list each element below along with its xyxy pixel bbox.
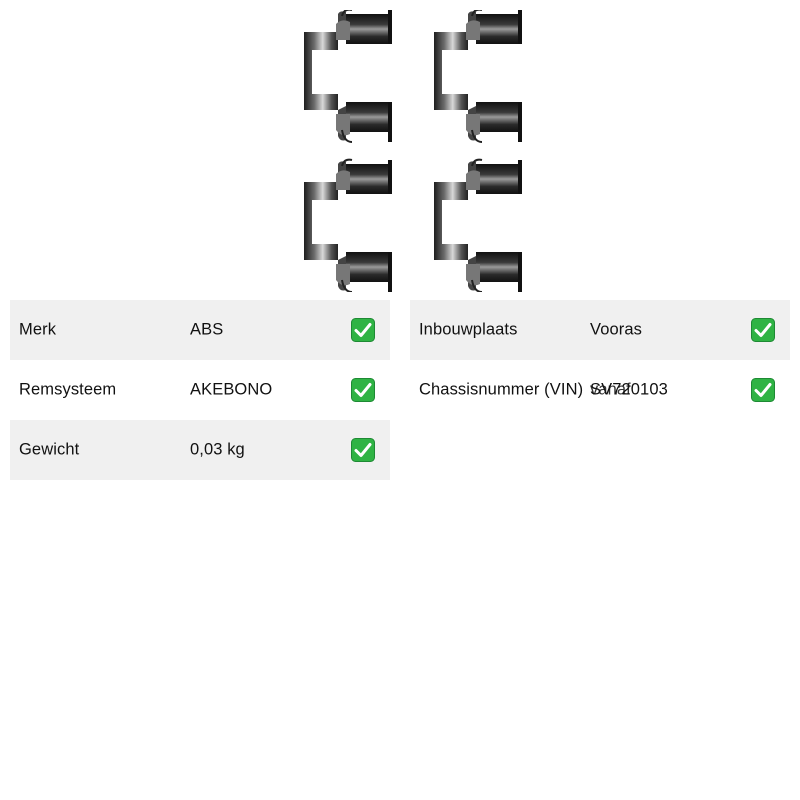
spec-row-inbouwplaats: Inbouwplaats Vooras (410, 300, 790, 360)
spec-row-chassisnummer: Chassisnummer (VIN) vanaf SV720103 (410, 360, 790, 420)
spec-value: ABS (190, 320, 224, 339)
spec-row-merk: Merk ABS (10, 300, 390, 360)
spec-label: Inbouwplaats (419, 320, 518, 339)
spec-value-overlap: vanaf (590, 380, 631, 399)
product-image (300, 8, 530, 293)
spec-row-gewicht: Gewicht 0,03 kg (10, 420, 390, 480)
spec-value: 0,03 kg (190, 440, 245, 459)
spec-value: AKEBONO (190, 380, 273, 399)
spec-table-left: Merk ABS Remsysteem AKEBONO Gewicht 0,03… (10, 300, 390, 480)
spec-label: Gewicht (19, 440, 80, 459)
spec-label: Chassisnummer (VIN) (419, 380, 584, 399)
brake-clip-2 (433, 8, 523, 143)
spec-value: Vooras (590, 320, 642, 339)
check-icon (751, 378, 775, 402)
brake-clip-1 (303, 8, 393, 143)
spec-value: SV720103 (590, 380, 668, 399)
check-icon (351, 438, 375, 462)
spec-row-remsysteem: Remsysteem AKEBONO (10, 360, 390, 420)
spec-label: Merk (19, 320, 57, 339)
brake-clip-3 (303, 158, 393, 293)
spec-label: Remsysteem (19, 380, 117, 399)
spec-table-right: Inbouwplaats Vooras Chassisnummer (VIN) … (410, 300, 790, 420)
check-icon (751, 318, 775, 342)
brake-clip-4 (433, 158, 523, 293)
check-icon (351, 378, 375, 402)
check-icon (351, 318, 375, 342)
